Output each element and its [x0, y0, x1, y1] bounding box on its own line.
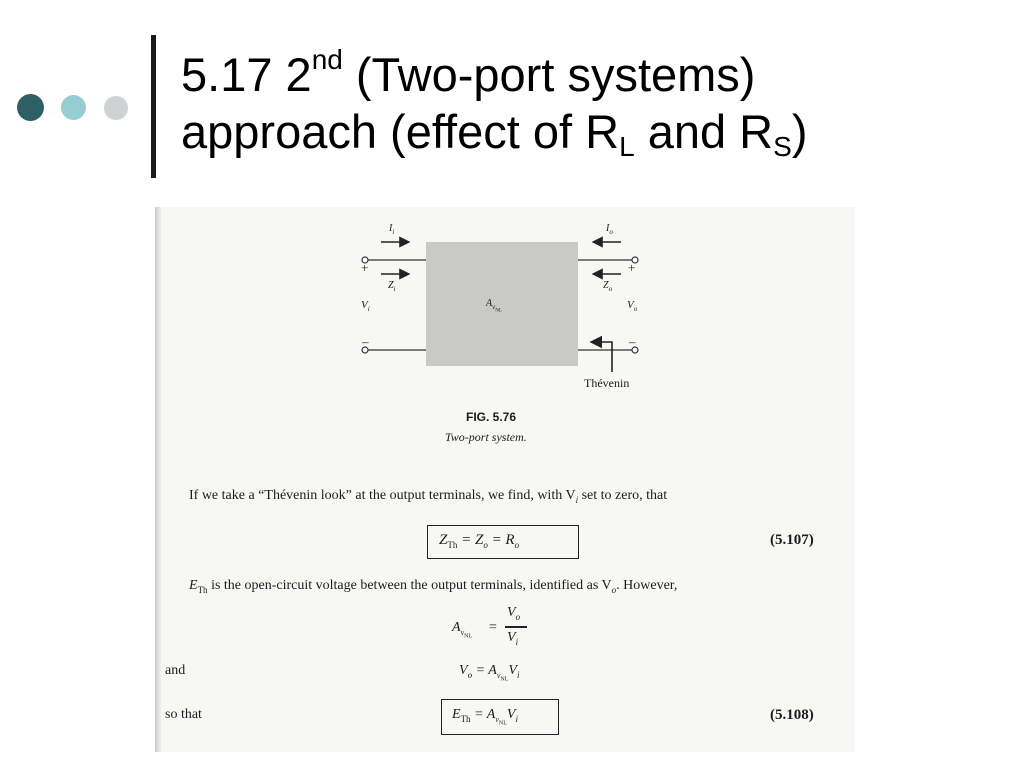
label-vi: Vi [361, 299, 370, 314]
label-vo: Vo [627, 299, 638, 314]
title-text: and R [634, 105, 774, 158]
two-port-box [426, 242, 578, 366]
title-superscript: nd [311, 44, 343, 75]
input-bottom-terminal [361, 346, 369, 354]
slide-title: 5.17 2nd (Two-port systems) approach (ef… [181, 46, 808, 162]
two-port-diagram [361, 236, 639, 372]
equation-number-5-108: (5.108) [770, 707, 814, 723]
label-zo: Zo [603, 280, 613, 293]
fraction-bar [505, 626, 527, 628]
paragraph-1: If we take a “Thévenin look” at the outp… [189, 488, 668, 505]
equation-number-5-107: (5.107) [770, 532, 814, 548]
box-gain-label: AvNL [486, 298, 502, 314]
dot-1 [17, 94, 44, 121]
title-subscript: S [773, 131, 792, 162]
label-ii: Ii [389, 223, 395, 236]
figure-caption-number: FIG. 5.76 [466, 410, 517, 424]
title-line-2: approach (effect of RL and RS) [181, 105, 808, 162]
fraction-numerator: Vo [507, 605, 521, 622]
title-subscript: L [619, 131, 635, 162]
label-zi: Zi [388, 280, 396, 293]
thevenin-arrow [589, 335, 613, 372]
equation-5-107-box [427, 525, 579, 559]
title-text: 5.17 2 [181, 48, 312, 101]
output-minus: – [629, 334, 636, 349]
fraction-lhs: AvNL [452, 620, 473, 640]
paragraph-2: ETh is the open-circuit voltage between … [189, 578, 678, 595]
title-line-1: 5.17 2nd (Two-port systems) [181, 46, 807, 102]
and-label: and [165, 663, 186, 678]
equation-vo: Vo = AvNLVi [459, 663, 520, 683]
title-text: (Two-port systems) [342, 48, 756, 101]
thevenin-label: Thévenin [584, 376, 630, 390]
figure-caption-text: Two-port system. [445, 430, 527, 444]
title-text: approach (effect of R [181, 105, 620, 158]
so-that-label: so that [165, 707, 202, 722]
input-plus: + [361, 260, 369, 275]
output-bottom-terminal [631, 346, 639, 354]
output-top-terminal [631, 256, 639, 264]
dot-3 [104, 96, 128, 120]
input-top-terminal [361, 256, 369, 264]
title-text: ) [791, 105, 808, 158]
dot-2 [61, 95, 86, 120]
fraction-equals: = [489, 620, 497, 635]
scan-edge-shadow [155, 207, 161, 752]
equation-5-108-box [441, 699, 559, 735]
equation-5-107: ZTh = Zo = Ro [439, 532, 520, 550]
fraction-denominator: Vi [507, 630, 519, 647]
output-plus: + [628, 260, 636, 275]
equation-5-108: ETh = AvNLVi [452, 707, 518, 727]
title-divider-bar [151, 35, 156, 178]
label-io: Io [606, 223, 613, 236]
input-minus: – [362, 334, 369, 349]
